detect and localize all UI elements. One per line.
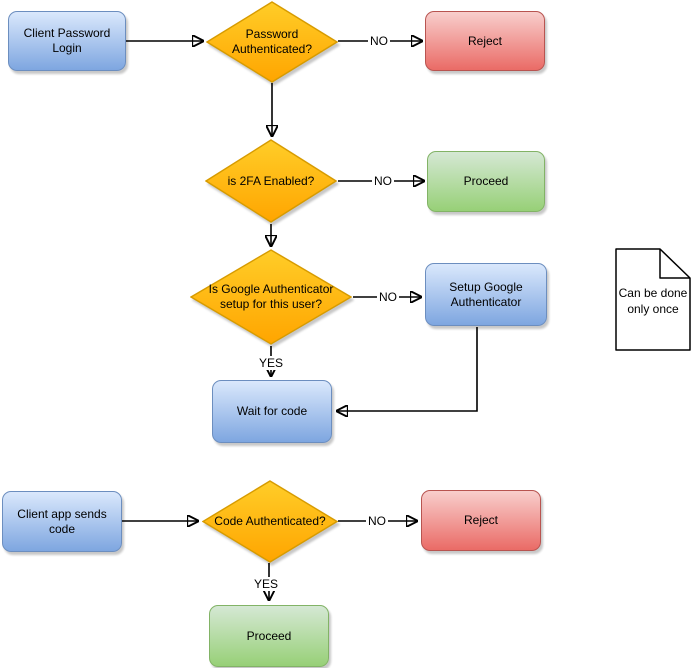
edge-label-yes-ga: YES: [256, 356, 286, 370]
node-label: Client Password Login: [23, 26, 111, 55]
node-label: Wait for code: [236, 404, 308, 418]
edge-label-yes-code: YES: [251, 577, 281, 591]
diamond-shape: [205, 139, 337, 223]
node-label: Setup Google Authenticator: [449, 279, 523, 309]
node-note-can-be-done-only-once: Can be done only once: [615, 248, 691, 351]
node-reject-top: Reject: [425, 11, 545, 71]
node-client-password-login: Client Password Login: [8, 11, 126, 71]
diamond-shape: [202, 480, 338, 563]
node-label: Password Authenticated?: [231, 27, 313, 56]
node-label: Reject: [463, 513, 498, 527]
node-label: Proceed: [246, 628, 292, 643]
node-label: is 2FA Enabled?: [227, 173, 315, 188]
edge-label-no-2fa: NO: [372, 174, 394, 188]
node-is-2fa-enabled: is 2FA Enabled?: [205, 139, 337, 223]
node-label: Code Authenticated?: [214, 514, 326, 528]
node-client-app-sends-code: Client app sends code: [2, 491, 122, 552]
node-proceed-bottom: Proceed: [209, 605, 329, 667]
edge-label-no-ga: NO: [377, 290, 399, 304]
node-label: Proceed: [463, 174, 509, 188]
node-is-google-auth-setup: Is Google Authenticator setup for this u…: [190, 249, 352, 345]
node-label: Can be done only once: [618, 286, 688, 316]
node-password-authenticated: Password Authenticated?: [206, 1, 338, 83]
node-proceed-top: Proceed: [427, 151, 545, 212]
diamond-shape: [190, 249, 352, 345]
node-wait-for-code: Wait for code: [212, 380, 332, 443]
edge-label-no-password: NO: [368, 34, 390, 48]
edge-setup-to-wait: [337, 327, 478, 411]
diamond-shape: [206, 1, 338, 83]
node-label: Reject: [467, 33, 502, 48]
node-reject-bottom: Reject: [421, 490, 541, 551]
node-setup-google-authenticator: Setup Google Authenticator: [425, 263, 547, 326]
edge-label-no-code: NO: [366, 514, 388, 528]
note-icon: [615, 248, 691, 351]
node-label: Client app sends code: [17, 506, 107, 536]
node-code-authenticated: Code Authenticated?: [202, 480, 338, 563]
node-label: Is Google Authenticator setup for this u…: [208, 282, 334, 311]
